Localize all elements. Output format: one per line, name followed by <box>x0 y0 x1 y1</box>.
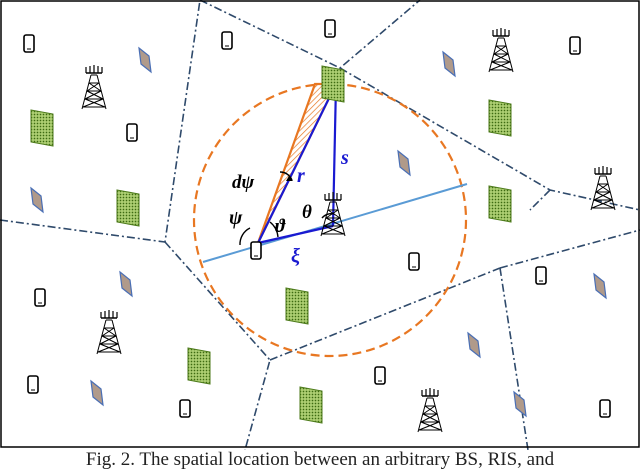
label-s: s <box>340 147 349 169</box>
label-vartheta: ϑ <box>275 216 286 237</box>
phone-icon <box>374 366 386 385</box>
label-r: r <box>297 165 305 187</box>
phone-icon <box>126 123 138 142</box>
network-diagram: dψ r s θ ψ ϑ ξ <box>0 0 640 450</box>
base-station-icon <box>96 309 122 355</box>
scatterer-icon <box>442 51 456 77</box>
ris-panel-icon <box>116 189 140 227</box>
cell-boundaries <box>0 0 640 450</box>
scatterer-icon <box>397 150 411 176</box>
ris-panel-icon <box>285 287 309 325</box>
labels: dψ r s θ ψ ϑ ξ <box>229 147 349 267</box>
phone-icon <box>179 399 191 418</box>
base-stations <box>81 27 616 433</box>
label-psi: ψ <box>229 207 243 229</box>
phone-icon <box>324 19 336 38</box>
ris-panel-icon <box>30 109 54 147</box>
phone-icon <box>408 252 420 271</box>
ris-panel-icon <box>488 99 512 137</box>
scatterer-icon <box>593 273 607 299</box>
scatterer-icon <box>119 271 133 297</box>
user-devices <box>23 19 611 418</box>
ris-panel-icon <box>488 185 512 223</box>
phone-icon <box>27 375 39 394</box>
scatterer-icon <box>467 332 481 358</box>
geometry-triangle <box>257 83 338 245</box>
phone-icon <box>569 36 581 55</box>
ris-panel-icon <box>299 386 323 424</box>
label-xi: ξ <box>291 245 300 267</box>
label-d-psi: dψ <box>232 172 255 193</box>
phone-icon <box>34 288 46 307</box>
figure-frame <box>0 0 640 448</box>
phone-icon <box>599 399 611 418</box>
scatterer-icon <box>30 187 44 213</box>
ris-panel-icon <box>321 65 345 103</box>
phone-icon <box>535 266 547 285</box>
angle-arcs <box>239 171 335 246</box>
base-station-icon <box>488 27 514 73</box>
scatterer-icon <box>138 47 152 73</box>
figure-caption: Fig. 2. The spatial location between an … <box>85 450 555 469</box>
base-station-icon <box>417 387 443 433</box>
phone-icon <box>23 34 35 53</box>
label-theta: θ <box>302 202 312 223</box>
base-station-icon <box>81 64 107 110</box>
ris-panel-icon <box>187 347 211 385</box>
ris-panels <box>30 65 512 424</box>
phone-icon <box>221 31 233 50</box>
scatterer-icon <box>90 380 104 406</box>
phone-icon <box>250 241 262 260</box>
coverage-circle <box>192 82 468 358</box>
